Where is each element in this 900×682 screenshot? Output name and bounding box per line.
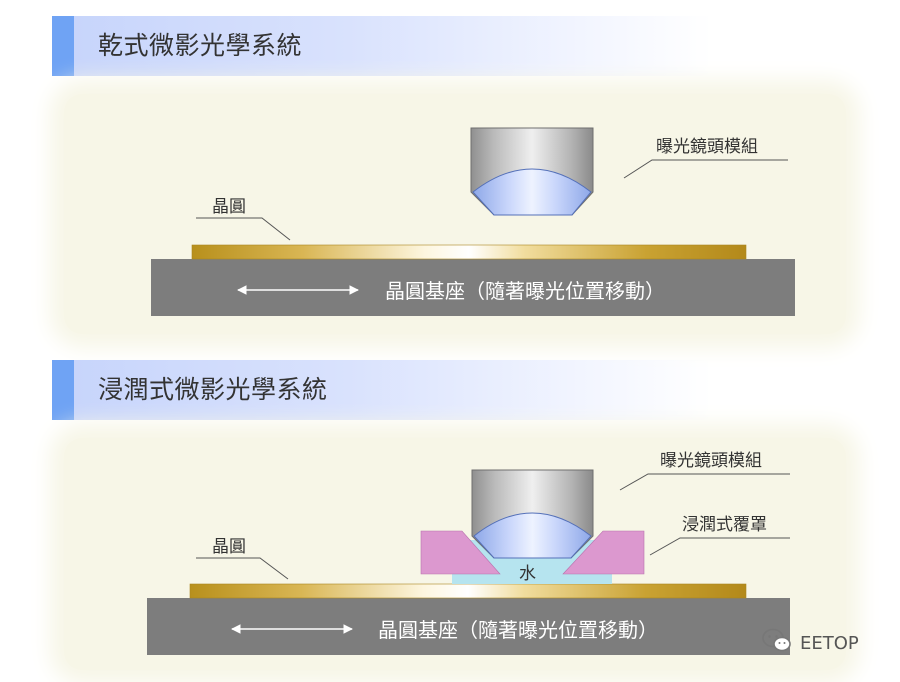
- dry-section-title: 乾式微影光學系統: [98, 31, 303, 60]
- section-accent-bar: [52, 16, 74, 76]
- immersion-wafer-label: 晶圓: [212, 537, 246, 557]
- dry-lens-module: [470, 127, 594, 216]
- dry-lens-callout-line: [623, 159, 788, 179]
- wechat-icon: [762, 628, 792, 658]
- dry-lens-label: 曝光鏡頭模組: [656, 137, 758, 157]
- dry-stage-label: 晶圓基座（隨著曝光位置移動）: [385, 279, 665, 303]
- immersion-lens-label: 曝光鏡頭模組: [660, 451, 762, 471]
- dry-diagram: 晶圓基座（隨著曝光位置移動） 曝光鏡頭模組 晶圓: [151, 127, 795, 316]
- immersion-diagram: 晶圓基座（隨著曝光位置移動） 水 曝光鏡頭模組 浸潤式覆罩 晶圓: [147, 451, 790, 655]
- immersion-stage-label: 晶圓基座（隨著曝光位置移動）: [378, 618, 658, 642]
- section-accent-bar: [52, 360, 74, 420]
- lens-glass: [472, 168, 592, 216]
- dry-section-header: 乾式微影光學系統: [52, 16, 712, 76]
- immersion-section-title: 浸潤式微影光學系統: [98, 375, 328, 404]
- immersion-water: [452, 572, 612, 584]
- immersion-hood-callout-line: [649, 537, 790, 556]
- lens-glass: [473, 512, 592, 559]
- immersion-wafer-callout-line: [196, 557, 289, 580]
- immersion-lens-module: [471, 469, 594, 559]
- immersion-hood-label: 浸潤式覆罩: [682, 515, 767, 535]
- immersion-section-header: 浸潤式微影光學系統: [52, 360, 712, 420]
- immersion-lens-callout-line: [619, 473, 790, 491]
- immersion-hood-right: [562, 530, 645, 575]
- dry-wafer: [191, 244, 747, 260]
- immersion-water-label: 水: [519, 564, 536, 584]
- dry-wafer-callout-line: [196, 217, 291, 241]
- watermark: EETOP: [762, 628, 859, 658]
- dry-wafer-label: 晶圓: [212, 197, 246, 217]
- immersion-wafer: [189, 583, 747, 599]
- watermark-text: EETOP: [800, 632, 859, 654]
- immersion-hood-left: [420, 530, 501, 575]
